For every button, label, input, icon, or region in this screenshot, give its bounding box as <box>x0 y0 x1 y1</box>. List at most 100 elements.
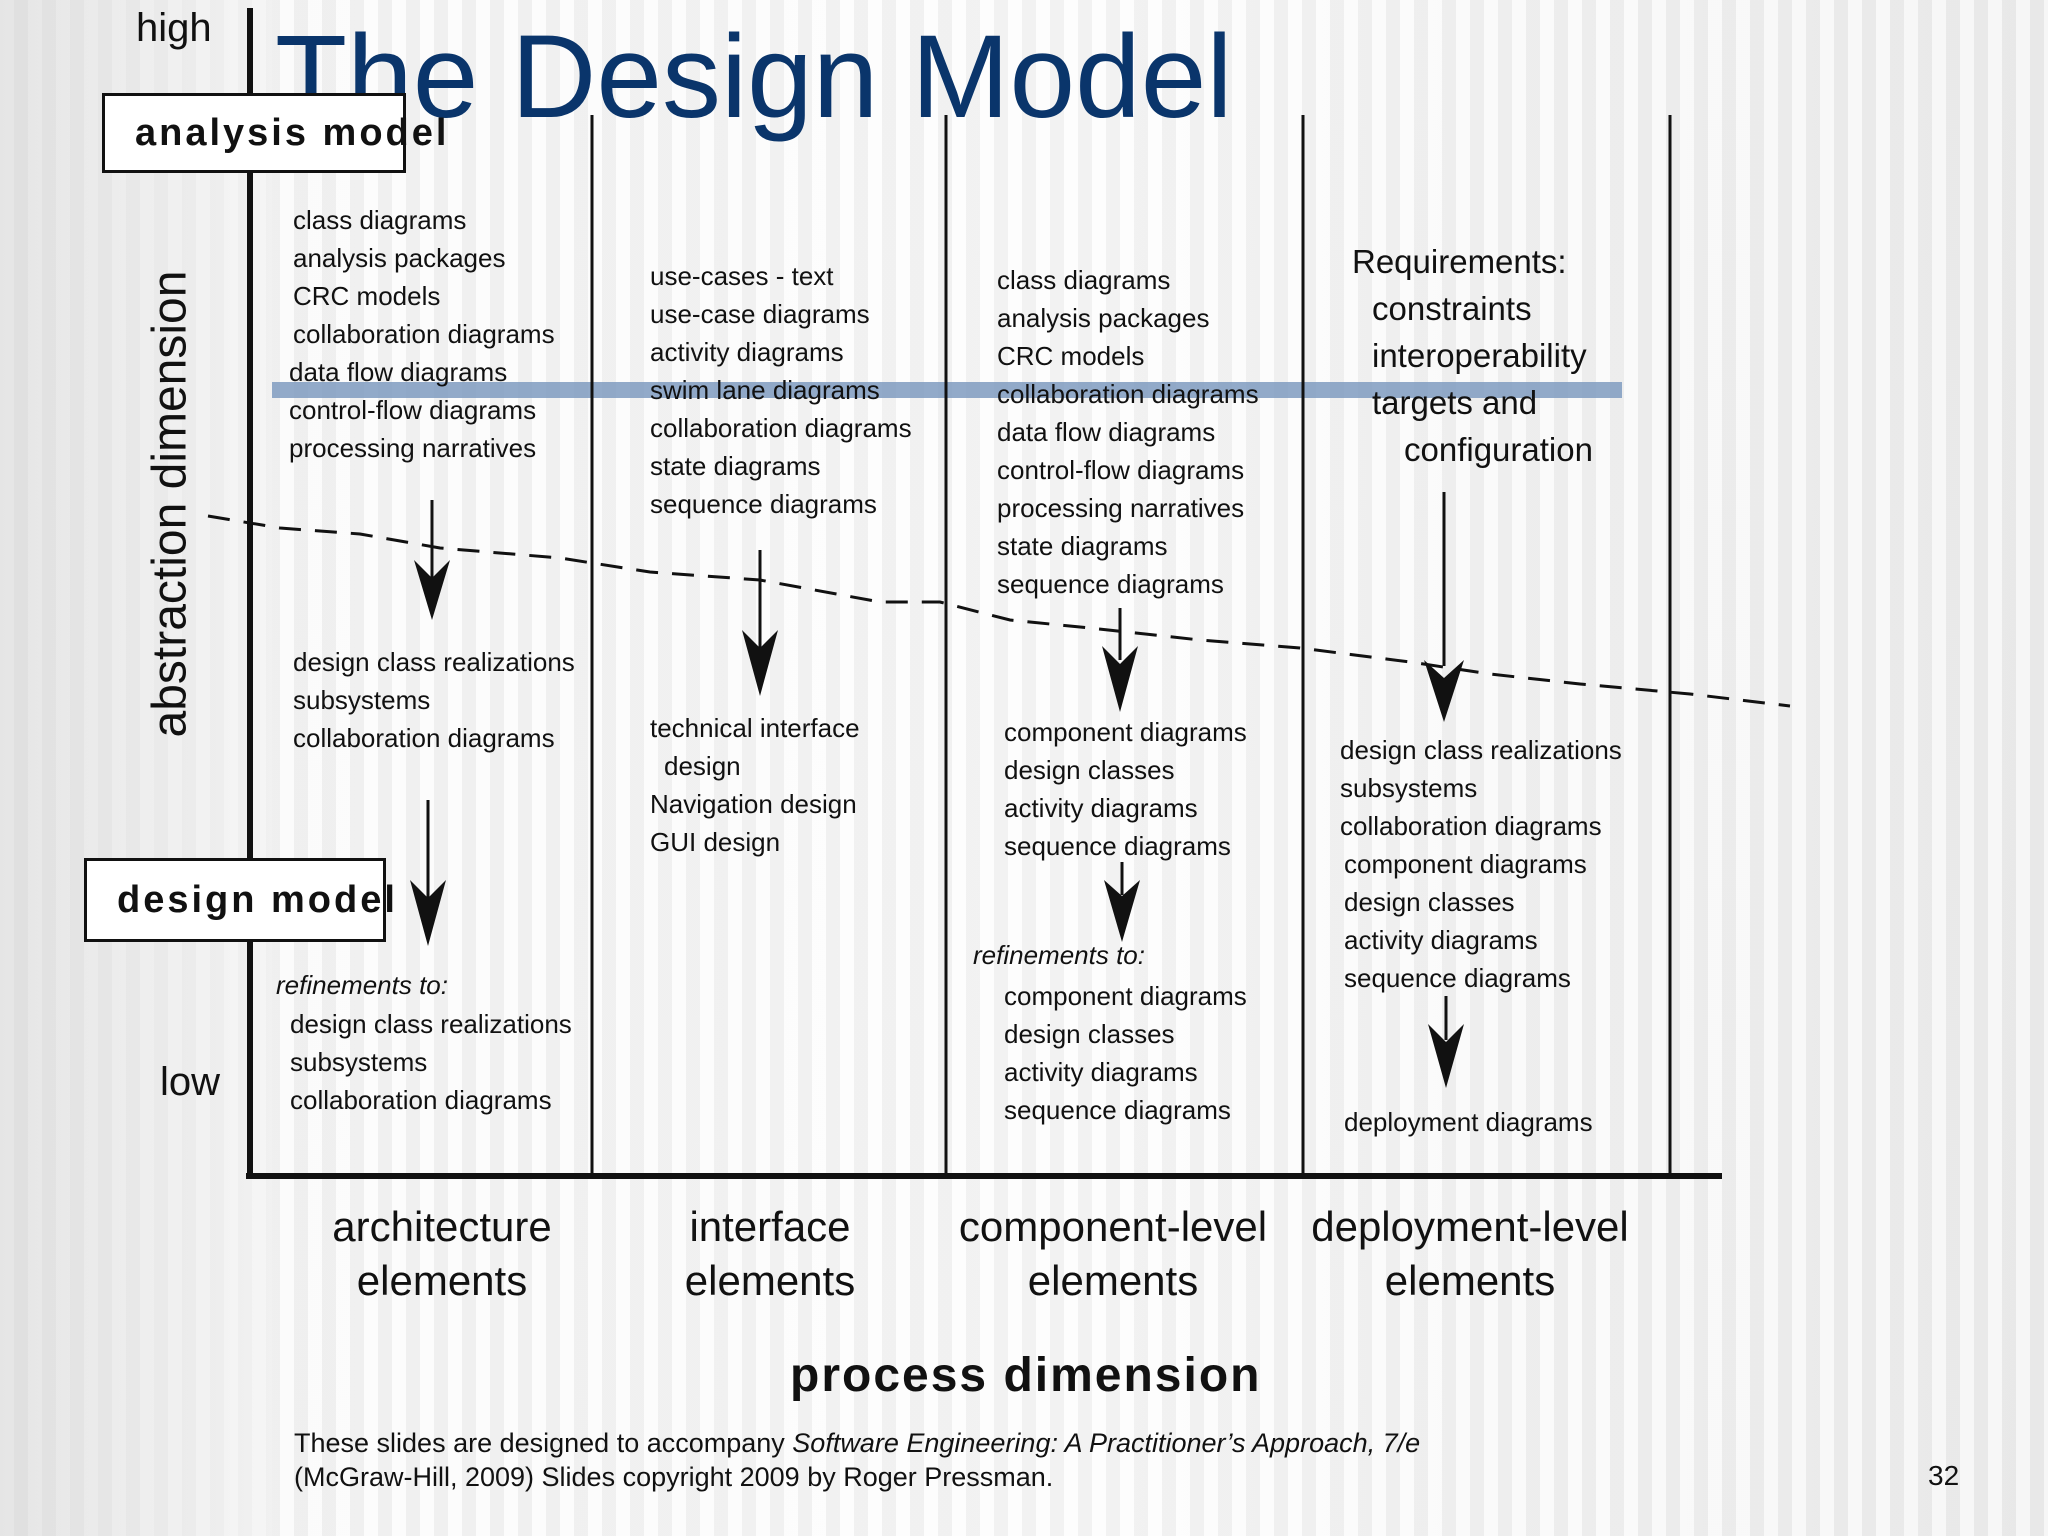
list-item: component diagrams <box>1344 849 1587 879</box>
footer-prefix: These slides are designed to accompany <box>294 1428 793 1458</box>
label-line: component-level <box>958 1203 1268 1250</box>
interface-analysis-list: use-cases - text use-case diagrams activ… <box>650 258 912 524</box>
label-line: interface <box>689 1203 851 1250</box>
deployment-design-list: design class realizations subsystems col… <box>1340 732 1622 998</box>
list-item: interoperability <box>1372 337 1587 374</box>
list-item: analysis packages <box>293 243 506 273</box>
list-item: collaboration diagrams <box>293 319 555 349</box>
list-item: state diagrams <box>997 531 1168 561</box>
component-level-elements-label: component-level elements <box>938 1200 1288 1308</box>
label-line: architecture <box>332 1203 552 1250</box>
list-item: design <box>664 751 741 781</box>
list-item: CRC models <box>997 341 1145 371</box>
footer-line-1: These slides are designed to accompany S… <box>294 1426 1420 1460</box>
arrow-head <box>1428 1024 1464 1088</box>
list-item: design class realizations <box>293 647 575 677</box>
list-item: use-case diagrams <box>650 299 870 329</box>
list-item: class diagrams <box>997 265 1171 295</box>
list-item: subsystems <box>1340 773 1478 803</box>
list-item: CRC models <box>293 281 441 311</box>
arrow-head <box>742 630 778 696</box>
list-item: constraints <box>1372 290 1532 327</box>
architecture-refinement-list: design class realizations subsystems col… <box>290 1006 572 1120</box>
list-item: component diagrams <box>1004 717 1247 747</box>
list-item: sequence diagrams <box>997 569 1224 599</box>
list-item: sequence diagrams <box>1004 831 1231 861</box>
list-item: technical interface <box>650 713 860 743</box>
list-item: design class realizations <box>290 1009 572 1039</box>
deployment-level-elements-label: deployment-level elements <box>1290 1200 1650 1308</box>
architecture-elements-label: architecture elements <box>292 1200 592 1308</box>
list-item: analysis packages <box>997 303 1210 333</box>
analysis-design-boundary <box>207 514 1791 708</box>
list-item: targets and <box>1372 384 1538 421</box>
list-item: design classes <box>1004 1019 1175 1049</box>
list-item: component diagrams <box>1004 981 1247 1011</box>
arrow-head <box>1104 880 1140 942</box>
low-label: low <box>160 1060 221 1104</box>
label-line: elements <box>1384 1257 1556 1304</box>
arrow-head <box>410 880 446 946</box>
architecture-analysis-list: class diagrams analysis packages CRC mod… <box>289 202 555 468</box>
list-item: class diagrams <box>293 205 467 235</box>
list-item: swim lane diagrams <box>650 375 880 405</box>
list-item: configuration <box>1404 431 1593 468</box>
list-item: control-flow diagrams <box>997 455 1245 485</box>
list-item: collaboration diagrams <box>650 413 912 443</box>
deployment-requirements: Requirements: constraints interoperabili… <box>1352 238 1593 473</box>
list-item: collaboration diagrams <box>293 723 555 753</box>
requirements-heading: Requirements: <box>1352 243 1567 280</box>
process-dimension-label: process dimension <box>790 1349 1262 1402</box>
list-item: use-cases - text <box>650 261 834 291</box>
list-item: sequence diagrams <box>1344 963 1571 993</box>
component-analysis-list: class diagrams analysis packages CRC mod… <box>997 262 1259 604</box>
component-refinement-list: component diagrams design classes activi… <box>1004 978 1247 1130</box>
architecture-refinements-label: refinements to: <box>276 970 448 1000</box>
slide-title: The Design Model <box>275 11 1233 143</box>
list-item: state diagrams <box>650 451 821 481</box>
list-item: activity diagrams <box>1004 1057 1198 1087</box>
list-item: control-flow diagrams <box>289 395 537 425</box>
list-item: GUI design <box>650 827 781 857</box>
list-item: sequence diagrams <box>1004 1095 1231 1125</box>
list-item: collaboration diagrams <box>1340 811 1602 841</box>
design-model-box: design model <box>84 858 395 942</box>
list-item: sequence diagrams <box>650 489 877 519</box>
list-item: processing narratives <box>997 493 1245 523</box>
label-line: elements <box>1027 1257 1199 1304</box>
arrow-head <box>1424 660 1464 722</box>
list-item: design classes <box>1004 755 1175 785</box>
list-item: design class realizations <box>1340 735 1622 765</box>
list-item: activity diagrams <box>1004 793 1198 823</box>
abstraction-dimension-label: abstraction dimension <box>143 270 197 738</box>
list-item: activity diagrams <box>1344 925 1538 955</box>
interface-elements-label: interface elements <box>620 1200 920 1308</box>
list-item: collaboration diagrams <box>997 379 1259 409</box>
component-design-list: component diagrams design classes activi… <box>1004 714 1247 866</box>
list-item: data flow diagrams <box>289 357 508 387</box>
label-line: deployment-level <box>1311 1203 1629 1250</box>
footer-book-title: Software Engineering: A Practitioner’s A… <box>792 1428 1421 1458</box>
deployment-diagrams-item: deployment diagrams <box>1344 1107 1593 1137</box>
list-item: data flow diagrams <box>997 417 1216 447</box>
component-refinements-label: refinements to: <box>973 940 1145 970</box>
list-item: subsystems <box>290 1047 428 1077</box>
label-line: elements <box>356 1257 528 1304</box>
list-item: collaboration diagrams <box>290 1085 552 1115</box>
footer-credit: These slides are designed to accompany S… <box>294 1426 1420 1494</box>
page-number: 32 <box>1928 1460 1960 1491</box>
high-label: high <box>136 6 212 50</box>
interface-design-list: technical interface design Navigation de… <box>650 710 860 862</box>
list-item: Navigation design <box>650 789 857 819</box>
architecture-design-list: design class realizations subsystems col… <box>293 644 575 758</box>
list-item: subsystems <box>293 685 431 715</box>
list-item: processing narratives <box>289 433 537 463</box>
footer-line-2: (McGraw-Hill, 2009) Slides copyright 200… <box>294 1462 1054 1492</box>
arrow-head <box>1102 646 1138 712</box>
analysis-model-box: analysis model <box>102 93 446 173</box>
list-item: design classes <box>1344 887 1515 917</box>
arrow-head <box>414 560 450 620</box>
list-item: activity diagrams <box>650 337 844 367</box>
